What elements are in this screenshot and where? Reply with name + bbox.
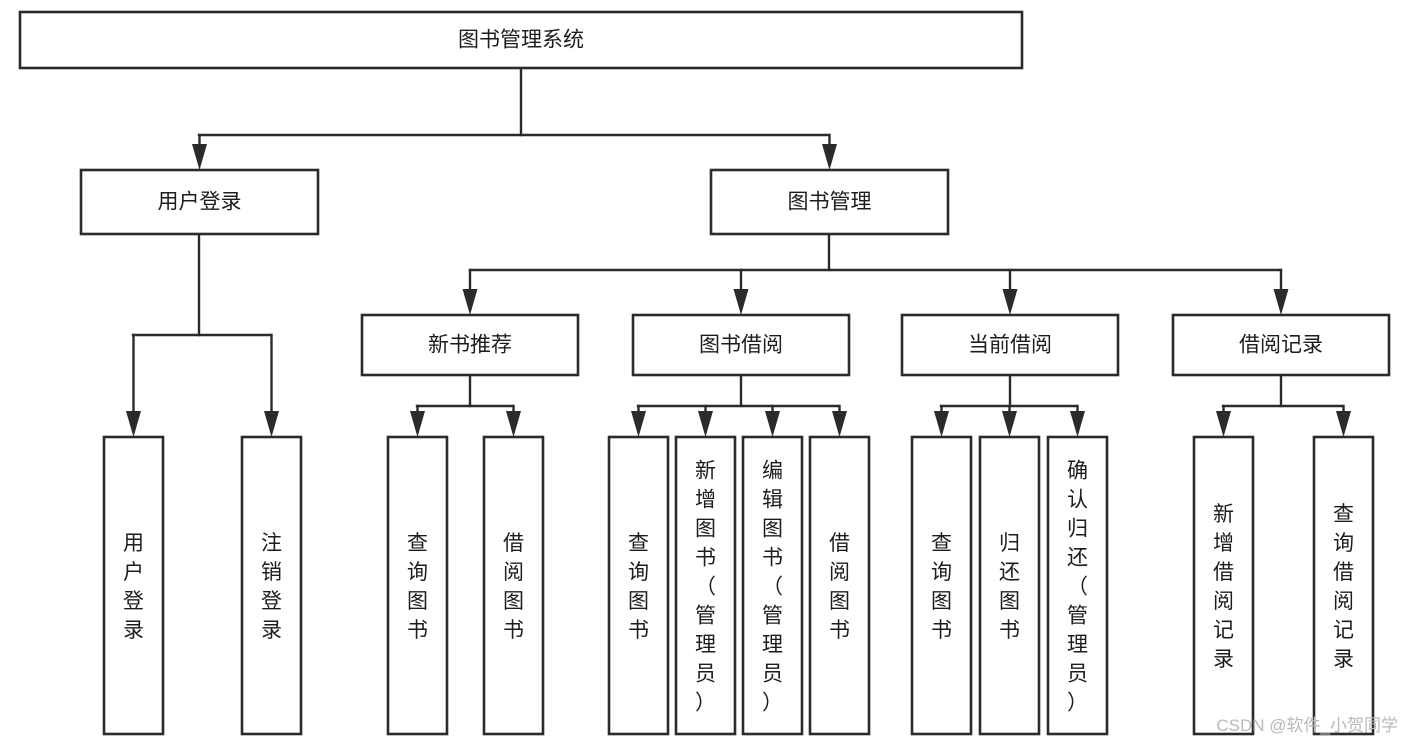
node-label: 确认归还（管理员）	[1067, 460, 1088, 715]
node-box	[18, 10, 1024, 70]
node-box	[1171, 313, 1391, 377]
node-leaf-borrow-borrow-book[interactable]: 借阅图书	[808, 435, 871, 736]
node-box	[102, 435, 165, 736]
node-l2-borrow-record[interactable]: 借阅记录	[1171, 313, 1391, 377]
node-box	[910, 435, 973, 736]
csdn-watermark: CSDN @软件_小贺同学	[1216, 716, 1398, 735]
connector-book-borrow-bus	[636, 373, 841, 408]
arrow-leaf_borrow_borrow_book	[832, 404, 847, 437]
node-label: 新书推荐	[428, 334, 512, 357]
node-box	[1046, 435, 1109, 736]
node-leaf-cur-return-book[interactable]: 归还图书	[978, 435, 1041, 736]
node-label: 归还图书	[999, 532, 1020, 642]
arrow-l1_book_manage	[822, 133, 837, 170]
node-label: 查询图书	[628, 532, 649, 642]
node-l2-book-borrow[interactable]: 图书借阅	[631, 313, 851, 377]
node-box	[1192, 435, 1255, 736]
connector-book-manage-bus	[468, 232, 1283, 272]
node-box	[709, 168, 950, 236]
node-box	[978, 435, 1041, 736]
node-label: 图书管理系统	[458, 29, 584, 52]
arrow-leaf_rec_borrow_book	[506, 404, 521, 437]
arrow-leaf_rec_add_record	[1216, 404, 1231, 437]
node-label: 新增图书（管理员）	[695, 460, 716, 715]
node-leaf-borrow-edit-book[interactable]: 编辑图书（管理员）	[741, 435, 804, 736]
connector-current-borrow-bus	[939, 373, 1079, 408]
arrow-leaf_user_logout	[264, 333, 279, 437]
connector-root-bus	[197, 66, 831, 137]
arrow-leaf_cur_confirm_return	[1070, 404, 1085, 437]
node-label: 新增借阅记录	[1213, 503, 1234, 671]
node-box	[79, 168, 320, 236]
node-leaf-rec-query-record[interactable]: 查询借阅记录	[1312, 435, 1375, 736]
node-leaf-user-login[interactable]: 用户登录	[102, 435, 165, 736]
node-box	[360, 313, 580, 377]
node-box	[808, 435, 871, 736]
arrow-leaf_user_login	[126, 333, 141, 437]
arrow-leaf_borrow_query_book	[631, 404, 646, 437]
node-box	[741, 435, 804, 736]
node-label: 借阅记录	[1239, 334, 1323, 357]
node-l1-book-manage[interactable]: 图书管理	[709, 168, 950, 236]
arrow-leaf_rec_query_book	[410, 404, 425, 437]
node-box	[674, 435, 737, 736]
node-layer: 图书管理系统用户登录图书管理新书推荐图书借阅当前借阅借阅记录用户登录注销登录查询…	[18, 10, 1391, 736]
node-box	[386, 435, 449, 736]
node-box	[900, 313, 1120, 377]
node-box	[482, 435, 545, 736]
node-label: 查询借阅记录	[1333, 503, 1354, 671]
node-leaf-cur-query-book[interactable]: 查询图书	[910, 435, 973, 736]
node-leaf-borrow-add-book[interactable]: 新增图书（管理员）	[674, 435, 737, 736]
node-leaf-rec-add-record[interactable]: 新增借阅记录	[1192, 435, 1255, 736]
connector-borrow-record-bus	[1221, 373, 1345, 408]
node-label: 注销登录	[261, 532, 282, 642]
node-leaf-rec-borrow-book[interactable]: 借阅图书	[482, 435, 545, 736]
node-l2-current-borrow[interactable]: 当前借阅	[900, 313, 1120, 377]
node-label: 用户登录	[158, 191, 242, 214]
node-label: 借阅图书	[503, 532, 524, 642]
arrow-l2_book_borrow	[733, 268, 749, 315]
connector-layer	[126, 66, 1351, 437]
arrow-l1_user_login	[192, 133, 207, 170]
node-label: 编辑图书（管理员）	[762, 460, 783, 715]
node-box	[240, 435, 303, 736]
arrow-leaf_rec_query_record	[1336, 404, 1351, 437]
node-leaf-rec-query-book[interactable]: 查询图书	[386, 435, 449, 736]
arrow-l2_borrow_record	[1273, 268, 1289, 315]
node-box	[607, 435, 670, 736]
node-root[interactable]: 图书管理系统	[18, 10, 1024, 70]
node-label: 当前借阅	[968, 334, 1052, 357]
arrow-leaf_cur_return_book	[1002, 404, 1017, 437]
node-leaf-user-logout[interactable]: 注销登录	[240, 435, 303, 736]
arrow-leaf_cur_query_book	[934, 404, 949, 437]
node-label: 图书管理	[788, 191, 872, 214]
node-leaf-borrow-query-book[interactable]: 查询图书	[607, 435, 670, 736]
node-label: 查询图书	[407, 532, 428, 642]
connector-user-login-bus	[131, 232, 273, 337]
node-l2-new-book-rec[interactable]: 新书推荐	[360, 313, 580, 377]
arrow-l2_new_book_rec	[462, 268, 478, 315]
arrow-l2_current_borrow	[1002, 268, 1018, 315]
node-box	[1312, 435, 1375, 736]
node-label: 图书借阅	[699, 334, 783, 357]
arrow-leaf_borrow_add_book	[698, 404, 713, 437]
arrow-leaf_borrow_edit_book	[765, 404, 780, 437]
node-label: 查询图书	[931, 532, 952, 642]
node-l1-user-login[interactable]: 用户登录	[79, 168, 320, 236]
node-box	[631, 313, 851, 377]
node-leaf-cur-confirm-return[interactable]: 确认归还（管理员）	[1046, 435, 1109, 736]
node-label: 用户登录	[123, 532, 144, 642]
connector-new-book-rec-bus	[415, 373, 515, 408]
node-label: 借阅图书	[829, 532, 850, 642]
